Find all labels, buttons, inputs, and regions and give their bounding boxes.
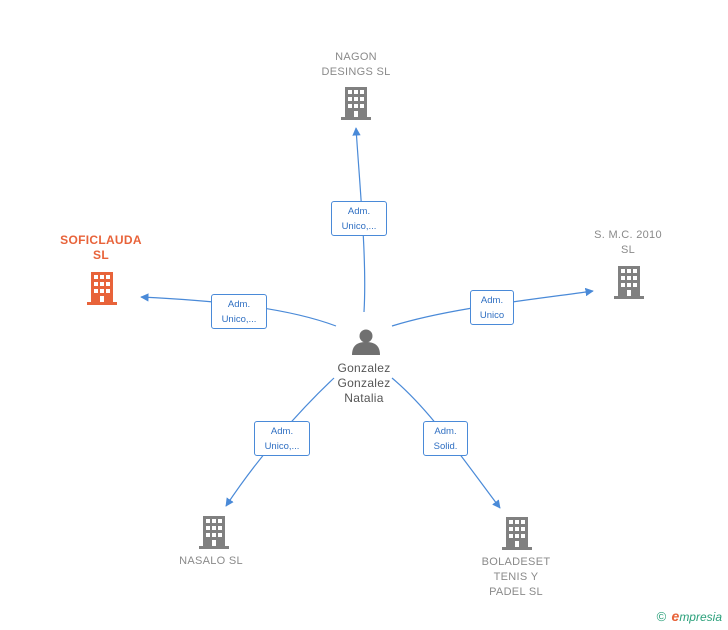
company-label-boladeset[interactable]: BOLADESET TENIS Y PADEL SL (460, 555, 572, 600)
building-icon[interactable] (614, 266, 644, 299)
label-line: S. M.C. 2010 (594, 229, 662, 241)
relation-box-soficlauda[interactable]: Adm. Unico,... (211, 294, 267, 329)
relation-line: Adm. (434, 426, 457, 437)
brand-initial: e (671, 608, 680, 624)
label-line: NAGON (335, 51, 377, 63)
person-icon[interactable] (352, 329, 380, 356)
relation-line: Adm. (227, 299, 251, 310)
company-label-nasalo[interactable]: NASALO SL (155, 554, 267, 569)
relation-box-nasalo[interactable]: Adm. Unico,... (254, 421, 310, 456)
relation-line: Adm. (480, 295, 504, 306)
relation-line: Unico,... (341, 221, 377, 232)
label-line: SL (620, 244, 636, 256)
relation-line: Adm. (270, 426, 294, 437)
company-label-soficlauda[interactable]: SOFICLAUDA SL (45, 233, 157, 263)
building-icon[interactable] (502, 517, 532, 550)
brand-name: mpresia (679, 610, 722, 624)
building-icon[interactable] (87, 272, 117, 305)
relation-box-smc[interactable]: Adm. Unico (470, 290, 514, 325)
relation-box-boladeset[interactable]: Adm. Solid. (423, 421, 468, 456)
label-line: PADEL SL (489, 586, 543, 598)
label-line: NASALO SL (179, 555, 243, 567)
label-line: Gonzalez (337, 376, 391, 390)
label-line: BOLADESET (481, 556, 551, 568)
relation-line: Unico (479, 310, 505, 321)
copyright-mark: © (656, 609, 667, 624)
company-label-nagon[interactable]: NAGON DESINGS SL (300, 50, 412, 80)
label-line: DESINGS SL (321, 66, 391, 78)
label-line: Natalia (344, 391, 384, 405)
label-line: TENIS Y (493, 571, 539, 583)
relation-line: Unico,... (221, 314, 257, 325)
building-icon[interactable] (341, 87, 371, 120)
relation-line: Unico,... (264, 441, 300, 452)
person-label[interactable]: Gonzalez Gonzalez Natalia (314, 361, 414, 406)
label-line: SOFICLAUDA (60, 233, 142, 247)
relation-line: Solid. (433, 441, 458, 452)
relation-line: Adm. (347, 206, 371, 217)
company-label-smc[interactable]: S. M.C. 2010 SL (572, 228, 684, 258)
relation-box-nagon[interactable]: Adm. Unico,... (331, 201, 387, 236)
label-line: Gonzalez (337, 361, 391, 375)
building-icon[interactable] (199, 516, 229, 549)
brand-logo: © empresia (657, 608, 722, 624)
label-line: SL (93, 248, 109, 262)
